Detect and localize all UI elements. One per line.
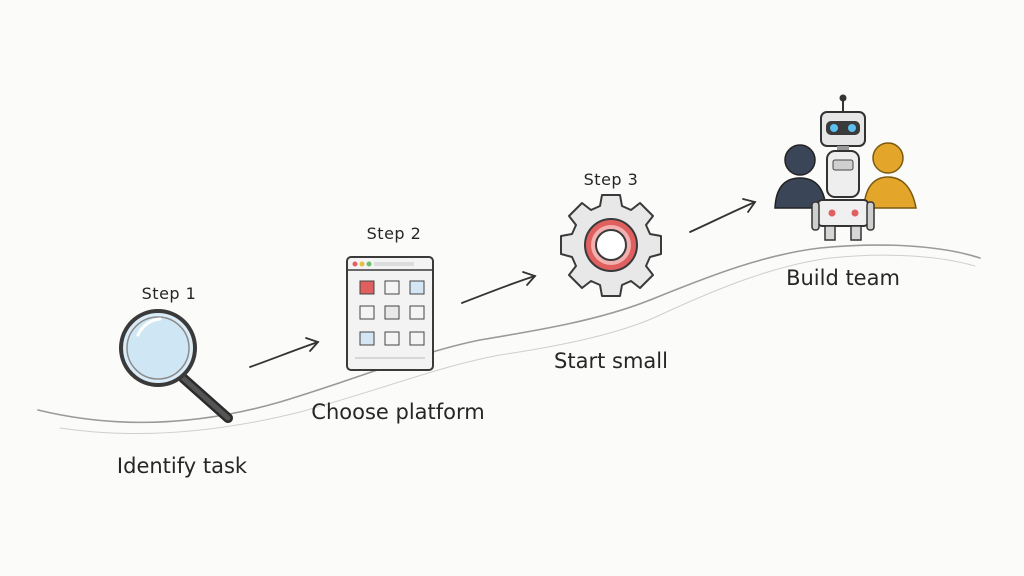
step-1-caption: Identify task: [117, 454, 247, 478]
step-3-caption: Start small: [554, 349, 668, 373]
app-window-grid-icon: [347, 257, 433, 370]
step-2-label: Step 2: [367, 224, 422, 243]
step-3-label: Step 3: [584, 170, 639, 189]
step-2-caption: Choose platform: [311, 400, 484, 424]
step-1-label: Step 1: [142, 284, 197, 303]
gear-icon: [561, 195, 661, 296]
step-4-caption: Build team: [786, 266, 900, 290]
